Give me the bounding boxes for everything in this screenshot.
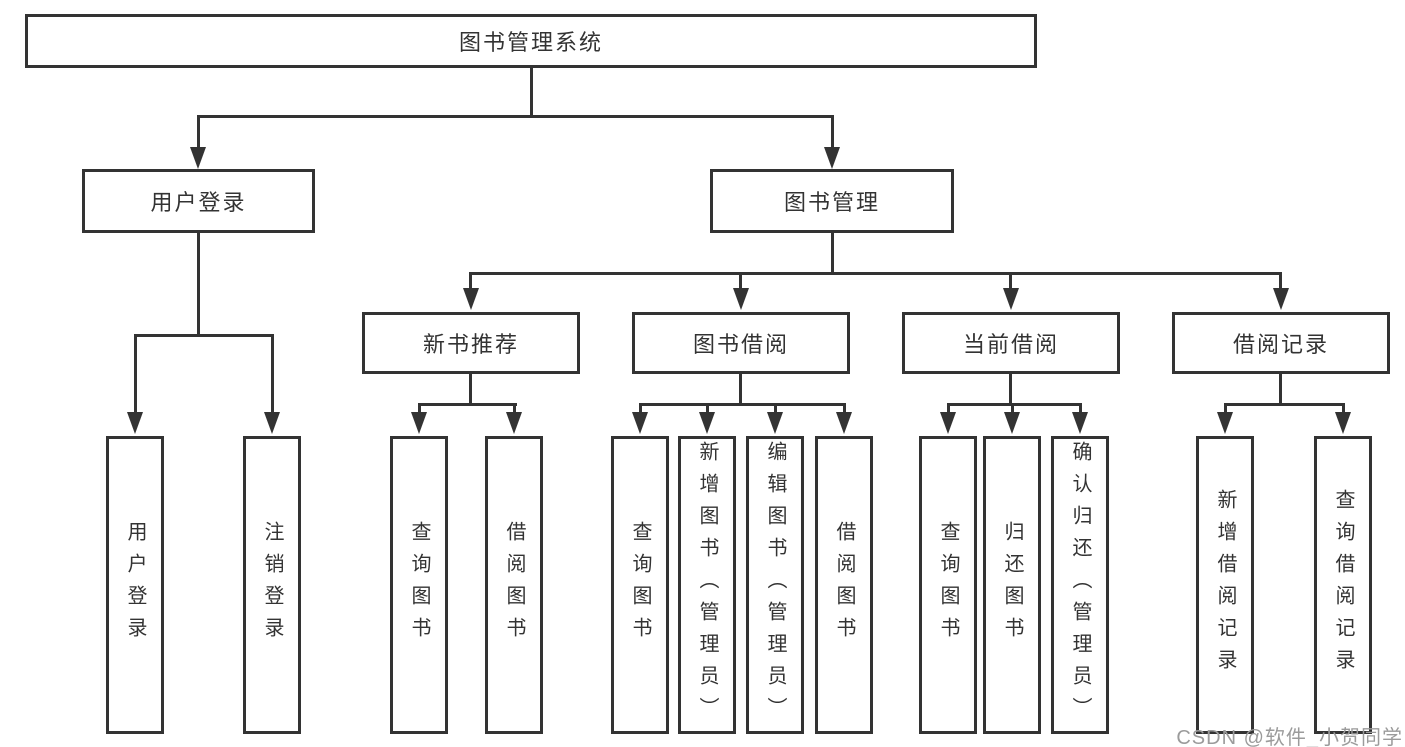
- connector-stub: [1011, 403, 1014, 414]
- leaf-borrow-edit-books-admin-label: 编辑图书（管理员）: [764, 441, 786, 729]
- connector-current-borrow-down: [1009, 374, 1012, 406]
- arrow-down-icon: [463, 288, 479, 310]
- leaf-borrow-add-books-admin: 新增图书（管理员）: [678, 436, 736, 734]
- leaf-current-query-books: 查询图书: [919, 436, 977, 734]
- connector-stub: [706, 403, 709, 414]
- leaf-current-confirm-return-admin: 确认归还（管理员）: [1051, 436, 1109, 734]
- connector-book-management-down: [831, 233, 834, 274]
- leaf-records-query-record-label: 查询借阅记录: [1332, 489, 1354, 681]
- leaf-newbook-borrow-books: 借阅图书: [485, 436, 543, 734]
- arrow-down-icon: [699, 412, 715, 434]
- leaf-borrow-borrow-books: 借阅图书: [815, 436, 873, 734]
- leaf-borrow-edit-books-admin: 编辑图书（管理员）: [746, 436, 804, 734]
- leaf-current-confirm-return-admin-label: 确认归还（管理员）: [1069, 441, 1091, 729]
- connector-stub: [774, 403, 777, 414]
- arrow-down-icon: [506, 412, 522, 434]
- node-borrow-records: 借阅记录: [1172, 312, 1390, 374]
- connector-to-current-borrow: [1009, 272, 1012, 290]
- leaf-borrow-borrow-books-label: 借阅图书: [833, 521, 855, 649]
- node-new-book-recommend: 新书推荐: [362, 312, 580, 374]
- leaf-user-login-label: 用户登录: [124, 521, 146, 649]
- connector-stub: [639, 403, 642, 414]
- arrow-down-icon: [1273, 288, 1289, 310]
- connector-stub: [513, 403, 516, 414]
- connector-root-split: [197, 115, 834, 118]
- arrow-down-icon: [127, 412, 143, 434]
- node-book-borrow: 图书借阅: [632, 312, 850, 374]
- connector-stub: [1342, 403, 1345, 414]
- leaf-newbook-query-books-label: 查询图书: [408, 521, 430, 649]
- connector-borrow-records-split: [1224, 403, 1345, 406]
- connector-new-book-down: [469, 374, 472, 406]
- connector-book-borrow-split: [639, 403, 846, 406]
- connector-stub: [947, 403, 950, 414]
- node-current-borrow-label: 当前借阅: [962, 332, 1059, 357]
- connector-book-management-split: [470, 272, 1282, 275]
- leaf-logout-label: 注销登录: [261, 521, 283, 649]
- arrow-down-icon: [190, 147, 206, 169]
- connector-user-login-split: [134, 334, 274, 337]
- connector-to-borrow-records: [1279, 272, 1282, 290]
- connector-stub: [843, 403, 846, 414]
- connector-to-book-borrow: [739, 272, 742, 290]
- connector-new-book-split: [418, 403, 517, 406]
- arrow-down-icon: [1003, 288, 1019, 310]
- arrow-down-icon: [1335, 412, 1351, 434]
- node-borrow-records-label: 借阅记录: [1232, 332, 1329, 357]
- leaf-records-add-record-label: 新增借阅记录: [1214, 489, 1236, 681]
- node-user-login-label: 用户登录: [150, 190, 247, 215]
- node-new-book-recommend-label: 新书推荐: [422, 332, 519, 357]
- arrow-down-icon: [1072, 412, 1088, 434]
- connector-borrow-records-down: [1279, 374, 1282, 406]
- leaf-records-query-record: 查询借阅记录: [1314, 436, 1372, 734]
- node-library-system-label: 图书管理系统: [458, 30, 603, 55]
- connector-to-leaf-logout: [271, 334, 274, 412]
- connector-root-down: [530, 68, 533, 118]
- leaf-borrow-add-books-admin-label: 新增图书（管理员）: [696, 441, 718, 729]
- node-book-management: 图书管理: [710, 169, 954, 233]
- node-book-management-label: 图书管理: [783, 190, 880, 215]
- leaf-borrow-query-books: 查询图书: [611, 436, 669, 734]
- leaf-records-add-record: 新增借阅记录: [1196, 436, 1254, 734]
- arrow-down-icon: [632, 412, 648, 434]
- connector-user-login-down: [197, 233, 200, 337]
- node-current-borrow: 当前借阅: [902, 312, 1120, 374]
- leaf-logout: 注销登录: [243, 436, 301, 734]
- arrow-down-icon: [836, 412, 852, 434]
- arrow-down-icon: [264, 412, 280, 434]
- leaf-current-return-books-label: 归还图书: [1001, 521, 1023, 649]
- watermark: CSDN @软件_小贺同学: [1176, 727, 1403, 747]
- connector-stub: [418, 403, 421, 414]
- arrow-down-icon: [1217, 412, 1233, 434]
- arrow-down-icon: [1004, 412, 1020, 434]
- node-user-login: 用户登录: [82, 169, 315, 233]
- connector-stub: [1224, 403, 1227, 414]
- node-library-system: 图书管理系统: [25, 14, 1037, 68]
- leaf-newbook-borrow-books-label: 借阅图书: [503, 521, 525, 649]
- connector-to-new-book: [469, 272, 472, 290]
- leaf-current-return-books: 归还图书: [983, 436, 1041, 734]
- leaf-current-query-books-label: 查询图书: [937, 521, 959, 649]
- connector-to-leaf-user-login: [134, 334, 137, 412]
- connector-to-user-login: [197, 115, 200, 149]
- connector-to-book-management: [831, 115, 834, 149]
- arrow-down-icon: [411, 412, 427, 434]
- node-book-borrow-label: 图书借阅: [692, 332, 789, 357]
- arrow-down-icon: [824, 147, 840, 169]
- connector-book-borrow-down: [739, 374, 742, 406]
- leaf-borrow-query-books-label: 查询图书: [629, 521, 651, 649]
- arrow-down-icon: [767, 412, 783, 434]
- leaf-newbook-query-books: 查询图书: [390, 436, 448, 734]
- leaf-user-login: 用户登录: [106, 436, 164, 734]
- connector-current-borrow-split: [947, 403, 1082, 406]
- connector-stub: [1079, 403, 1082, 414]
- arrow-down-icon: [733, 288, 749, 310]
- arrow-down-icon: [940, 412, 956, 434]
